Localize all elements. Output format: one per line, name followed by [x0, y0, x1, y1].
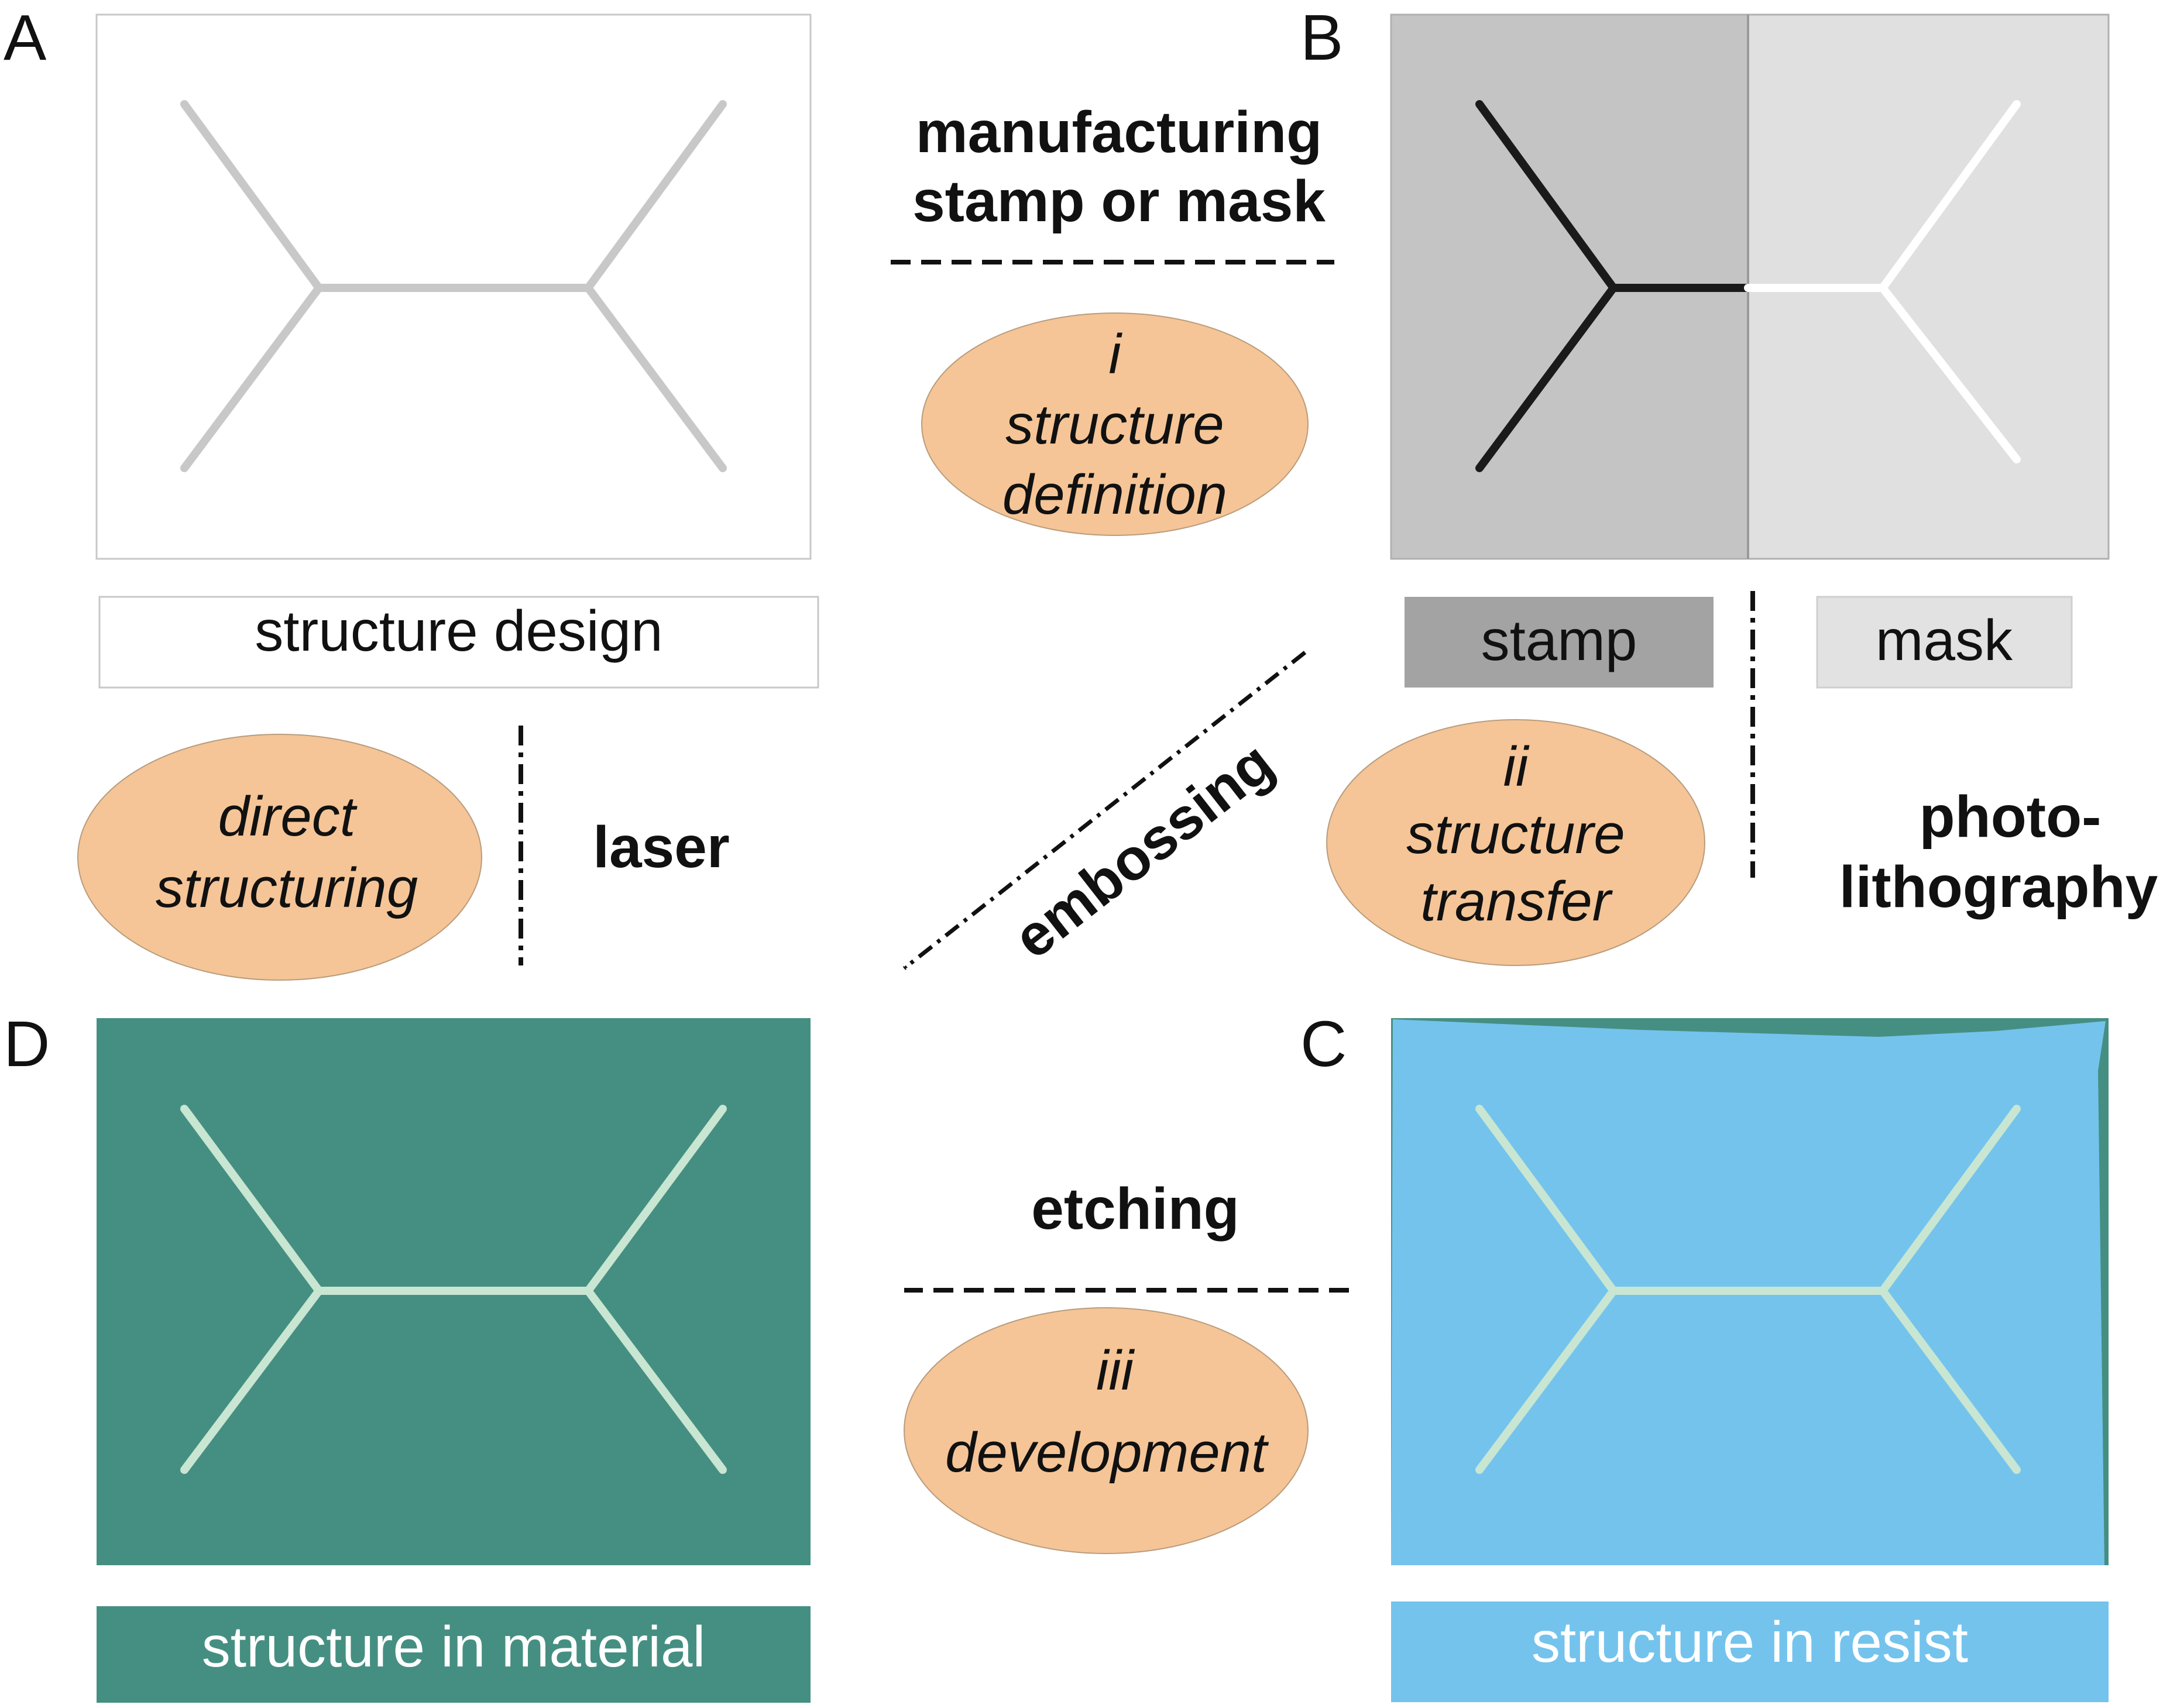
step-ii: ii structure transfer photo- lithography [1326, 591, 2158, 966]
stamp-caption: stamp [1481, 608, 1637, 672]
manufacturing-label-line1: manufacturing [916, 99, 1322, 165]
panel-letter-a: A [4, 2, 47, 74]
panel-letter-b: B [1300, 2, 1343, 74]
step-i-line1: structure [1005, 393, 1224, 456]
panel-a: A structure design [4, 2, 819, 689]
direct-line2: structuring [156, 857, 418, 919]
step-iii-line1: development [945, 1421, 1269, 1484]
panel-letter-c: C [1300, 1008, 1347, 1080]
material-caption-box [97, 1606, 811, 1703]
manufacturing-label-line2: stamp or mask [912, 169, 1326, 234]
step-ii-oval [1326, 719, 1705, 966]
stamp-caption-box [1405, 597, 1714, 688]
panel-b: B stamp mask [1300, 2, 2110, 689]
mask-caption-box [1816, 596, 2073, 689]
design-caption-box [98, 596, 819, 689]
resist-structure [1475, 1105, 2021, 1474]
stamp-structure [1475, 100, 1752, 472]
panel-letter-d: D [4, 1008, 50, 1080]
step-ii-numeral: ii [1503, 736, 1530, 798]
resist-caption: structure in resist [1532, 1610, 1968, 1674]
panel-d: D structure in material [4, 1008, 811, 1703]
mask-structure [1744, 100, 2021, 463]
direct-structuring-oval [77, 734, 482, 981]
photolithography-label-line1: photo- [1920, 784, 2102, 850]
step-i-oval [921, 312, 1309, 536]
design-caption: structure design [255, 599, 662, 663]
step-i-line2: definition [1002, 463, 1227, 526]
material-structure [180, 1105, 727, 1474]
step-iii-oval [904, 1307, 1309, 1554]
etching-label: etching [1031, 1176, 1239, 1242]
step-embossing: embossing [902, 651, 1307, 971]
step-direct: direct structuring laser [77, 726, 730, 981]
stamp-mask-frame [1390, 13, 2110, 560]
panel-c: C structure in resist [1300, 1008, 2109, 1702]
step-ii-line2: transfer [1420, 870, 1613, 933]
step-iii: etching iii development [904, 1176, 1349, 1554]
resist-caption-box [1391, 1602, 2109, 1702]
direct-line1: direct [218, 785, 358, 848]
step-i-numeral: i [1108, 323, 1122, 386]
photolithography-label-line2: lithography [1839, 854, 2158, 920]
design-structure [180, 100, 727, 472]
embossing-label: embossing [1002, 730, 1286, 971]
step-iii-numeral: iii [1096, 1339, 1135, 1402]
step-i: manufacturing stamp or mask i structure … [891, 99, 1335, 536]
mask-caption: mask [1876, 608, 2013, 672]
step-ii-line1: structure [1406, 803, 1625, 865]
material-caption: structure in material [202, 1614, 706, 1679]
laser-label: laser [593, 815, 730, 880]
